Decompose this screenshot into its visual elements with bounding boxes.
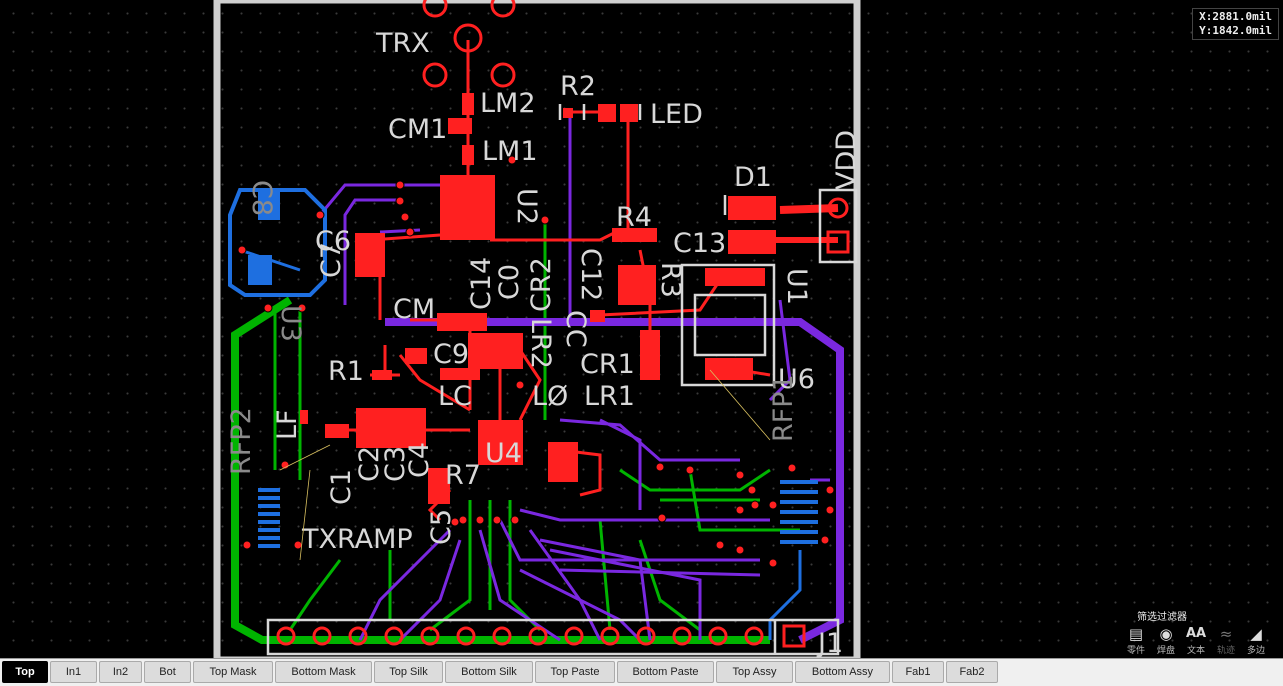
- silk-r2: R2: [560, 71, 596, 102]
- silk-c6: C6: [315, 226, 351, 257]
- silk-lf: LF: [272, 409, 303, 440]
- layer-tab-bar: Top In1 In2 Bot Top Mask Bottom Mask Top…: [0, 658, 1283, 686]
- silk-lr1: LR1: [584, 381, 635, 412]
- silk-rfp1: RFP1: [768, 374, 799, 442]
- silk-u4: U4: [485, 438, 522, 469]
- pcb-canvas[interactable]: TRX LM2 CM1 LM1 R2 LED VDD D1 C13 U1 R4 …: [0, 0, 1283, 658]
- silk-u1: U1: [781, 268, 812, 305]
- silk-cm: CM: [393, 294, 435, 325]
- tab-top-silk[interactable]: Top Silk: [374, 661, 443, 683]
- silk-c3: C3: [380, 446, 411, 482]
- filter-component[interactable]: ▤ 零件: [1126, 625, 1145, 656]
- silk-lm1: LM1: [482, 136, 538, 167]
- silk-txramp: TXRAMP: [301, 524, 413, 555]
- silk-c2: C2: [354, 446, 385, 482]
- tab-fab2[interactable]: Fab2: [946, 661, 998, 683]
- inner2-traces: [318, 115, 844, 644]
- silkscreen-labels: TRX LM2 CM1 LM1 R2 LED VDD D1 C13 U1 R4 …: [226, 28, 862, 658]
- through-hole-pads: [276, 0, 850, 648]
- coord-y: Y:1842.0mil: [1199, 24, 1272, 37]
- silk-trx: TRX: [375, 28, 430, 59]
- board-outline: [213, 0, 861, 658]
- silk-r7: R7: [445, 460, 481, 491]
- top-copper-pads: [300, 93, 776, 504]
- silk-u2: U2: [511, 188, 542, 225]
- tab-top[interactable]: Top: [2, 661, 48, 683]
- silk-cc: CC: [560, 310, 591, 348]
- silk-u6: U6: [778, 364, 815, 395]
- pcb-board[interactable]: TRX LM2 CM1 LM1 R2 LED VDD D1 C13 U1 R4 …: [0, 0, 1283, 658]
- silk-lr2: LR2: [525, 318, 556, 369]
- bottom-copper: [228, 188, 818, 640]
- filter-text[interactable]: AA 文本: [1185, 626, 1207, 656]
- component-icon: ▤: [1128, 625, 1144, 643]
- tab-bottom-silk[interactable]: Bottom Silk: [445, 661, 533, 683]
- silk-c5: C5: [426, 509, 457, 545]
- tab-in1[interactable]: In1: [50, 661, 97, 683]
- filter-title: 筛选过滤器: [1137, 612, 1187, 623]
- tab-bottom-paste[interactable]: Bottom Paste: [617, 661, 714, 683]
- ratsnest: [279, 369, 771, 561]
- silk-d1: D1: [734, 162, 772, 193]
- text-icon: AA: [1185, 626, 1207, 641]
- silk-cr2: CR2: [526, 257, 557, 312]
- tab-bottom-assy[interactable]: Bottom Assy: [795, 661, 890, 683]
- tab-bot[interactable]: Bot: [144, 661, 191, 683]
- tab-top-paste[interactable]: Top Paste: [535, 661, 615, 683]
- vias: [237, 155, 835, 568]
- silk-led: LED: [650, 99, 703, 130]
- silk-c1: C1: [326, 469, 357, 505]
- filter-pad[interactable]: ◉ 焊盘: [1156, 625, 1175, 656]
- tab-top-assy[interactable]: Top Assy: [716, 661, 793, 683]
- silk-vdd: VDD: [831, 130, 862, 190]
- silk-cr1: CR1: [580, 349, 635, 380]
- silk-l0: LØ: [532, 381, 568, 412]
- silk-lm2: LM2: [480, 88, 536, 119]
- silk-j1: J1: [816, 628, 843, 658]
- coord-x: X:2881.0mil: [1199, 10, 1272, 23]
- silk-r3: R3: [655, 262, 686, 298]
- filter-track[interactable]: ≈ 轨迹: [1216, 625, 1235, 656]
- silk-c13: C13: [673, 228, 726, 259]
- silk-c0: C0: [494, 264, 525, 300]
- cursor-coordinates: X:2881.0mil Y:1842.0mil: [1192, 8, 1279, 40]
- pad-icon: ◉: [1159, 625, 1173, 643]
- silk-c9: C9: [433, 339, 469, 370]
- silk-r4: R4: [616, 202, 652, 233]
- silk-r1: R1: [328, 356, 364, 387]
- silk-cm1: CM1: [388, 114, 447, 145]
- filter-panel: 筛选过滤器 ▤ 零件 ◉ 焊盘 AA 文本 ≈ 轨迹 ◢ 多边: [1121, 608, 1271, 656]
- silk-c7: C7: [316, 242, 347, 278]
- tab-fab1[interactable]: Fab1: [892, 661, 944, 683]
- silk-c12: C12: [575, 248, 606, 301]
- polygon-icon: ◢: [1250, 625, 1262, 643]
- silk-lc: LC: [438, 381, 472, 412]
- silk-rfp2: RFP2: [226, 407, 257, 475]
- tab-top-mask[interactable]: Top Mask: [193, 661, 273, 683]
- track-icon: ≈: [1219, 625, 1233, 643]
- silk-c4: C4: [404, 442, 435, 478]
- tab-bottom-mask[interactable]: Bottom Mask: [275, 661, 372, 683]
- silk-u3: U3: [275, 305, 306, 342]
- silk-c14: C14: [466, 257, 497, 310]
- filter-polygon[interactable]: ◢ 多边: [1246, 625, 1265, 656]
- tab-in2[interactable]: In2: [99, 661, 142, 683]
- silk-c8: C8: [246, 180, 277, 216]
- silk-outlines: [266, 104, 858, 656]
